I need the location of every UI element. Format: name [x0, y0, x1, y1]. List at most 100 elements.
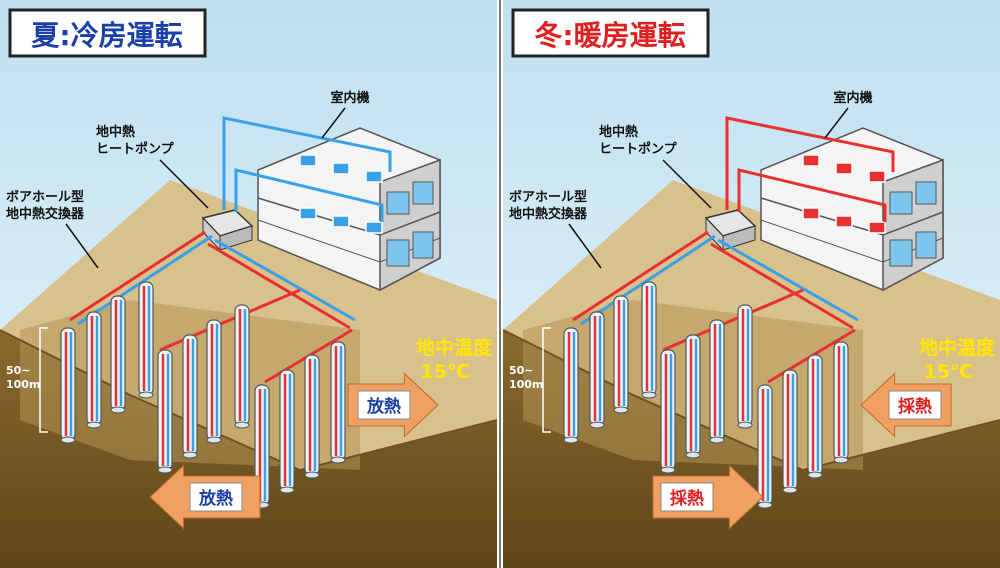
heat-pump-label-line1: 地中熱: [599, 124, 638, 140]
borehole: [182, 334, 198, 459]
borehole: [613, 295, 629, 414]
heat-flow-label-box: [888, 390, 942, 420]
header-pipe-red: [572, 230, 709, 322]
window: [915, 231, 937, 259]
header-pipe-red: [207, 242, 351, 330]
leader-line: [568, 223, 602, 269]
borehole-casing: [757, 384, 773, 506]
borehole-bottom: [60, 436, 76, 444]
building-floor-line: [760, 197, 944, 236]
heat-flow-label: 放熱: [198, 488, 233, 509]
borehole: [563, 327, 579, 444]
borehole: [641, 281, 657, 399]
ground-temp-value: 15℃: [924, 361, 973, 383]
building-return-pipe: [737, 168, 887, 222]
borehole-bottom: [563, 436, 579, 444]
borehole-casing: [641, 281, 657, 396]
borehole: [589, 311, 605, 429]
indoor-unit: [835, 215, 853, 228]
indoor-unit-label: 室内機: [833, 90, 872, 106]
exchanger-label-line2: 地中熱交換器: [6, 206, 85, 222]
borehole-bottom: [613, 406, 629, 414]
window: [386, 239, 410, 267]
borehole-bottom: [234, 421, 250, 429]
exchanger-label-line1: ボアホール型: [6, 189, 84, 205]
borehole-bottom: [157, 466, 173, 474]
borehole: [660, 349, 676, 474]
borehole-bottom: [782, 486, 798, 494]
borehole-casing: [157, 349, 173, 471]
heat-flow-label: 採熱: [670, 488, 704, 509]
borehole: [709, 319, 725, 444]
borehole-bottom: [660, 466, 676, 474]
window: [412, 231, 434, 259]
ground-temp-label: 地中温度: [416, 336, 493, 359]
borehole-casing: [563, 327, 579, 441]
window: [412, 181, 434, 205]
ground-temp-value: 15℃: [421, 361, 470, 383]
heat-flow-label-box: [357, 390, 411, 420]
borehole-bottom: [206, 436, 222, 444]
borehole-casing: [613, 295, 629, 411]
header-pipe-red: [710, 242, 854, 330]
building: [257, 127, 441, 292]
borehole-casing: [807, 354, 823, 476]
borehole-bottom: [685, 451, 701, 459]
indoor-unit: [802, 207, 820, 220]
borehole-bottom: [589, 421, 605, 429]
borehole: [833, 341, 849, 464]
indoor-unit: [332, 162, 350, 175]
depth-label-line2: 100m: [6, 378, 40, 391]
borehole-casing: [685, 334, 701, 456]
building-supply-pipe: [725, 116, 895, 210]
indoor-unit: [868, 170, 886, 183]
building-supply-pipe: [222, 116, 392, 210]
depth-bracket: [542, 327, 551, 433]
panel-title: 夏:冷房運転: [31, 19, 182, 52]
borehole: [234, 304, 250, 429]
depth-label-line1: 50~: [6, 364, 31, 377]
borehole: [279, 369, 295, 494]
borehole-bottom: [86, 421, 102, 429]
borehole-casing: [86, 311, 102, 426]
borehole-bottom: [304, 471, 320, 479]
exchanger-label-line2: 地中熱交換器: [509, 206, 588, 222]
leader-line: [65, 223, 99, 269]
heat-flow-label: 放熱: [366, 396, 401, 417]
indoor-unit: [365, 170, 383, 183]
leader-line: [662, 159, 712, 209]
borehole: [110, 295, 126, 414]
header-pipe-blue: [580, 234, 716, 326]
panel-title: 冬:暖房運転: [534, 19, 685, 52]
borehole: [206, 319, 222, 444]
borehole-bottom: [757, 501, 773, 509]
indoor-unit-label: 室内機: [330, 90, 369, 106]
heat-flow-label: 採熱: [898, 396, 932, 417]
borehole-casing: [709, 319, 725, 441]
borehole: [86, 311, 102, 429]
header-pipe-blue: [717, 238, 859, 322]
panel-summer: 放熱放熱夏:冷房運転室内機地中熱ヒートポンプボアホール型地中熱交換器50~100…: [0, 0, 498, 568]
panel-winter: 採熱採熱冬:暖房運転室内機地中熱ヒートポンプボアホール型地中熱交換器50~100…: [502, 0, 1000, 568]
heat-pump-label-line1: 地中熱: [96, 124, 135, 140]
borehole: [157, 349, 173, 474]
borehole: [138, 281, 154, 399]
header-pipe-blue: [214, 238, 356, 322]
borehole-bottom: [807, 471, 823, 479]
building-floor-line: [257, 197, 441, 236]
borehole-casing: [833, 341, 849, 461]
indoor-unit: [299, 154, 317, 167]
borehole-casing: [330, 341, 346, 461]
borehole-casing: [782, 369, 798, 491]
exchanger-label-line1: ボアホール型: [509, 189, 587, 205]
depth-bracket: [39, 327, 48, 433]
borehole-casing: [110, 295, 126, 411]
borehole-bottom: [737, 421, 753, 429]
leader-line: [321, 107, 346, 139]
borehole-casing: [279, 369, 295, 491]
title-box: [511, 8, 710, 58]
indoor-unit: [868, 221, 886, 234]
borehole-casing: [138, 281, 154, 396]
borehole-casing: [304, 354, 320, 476]
